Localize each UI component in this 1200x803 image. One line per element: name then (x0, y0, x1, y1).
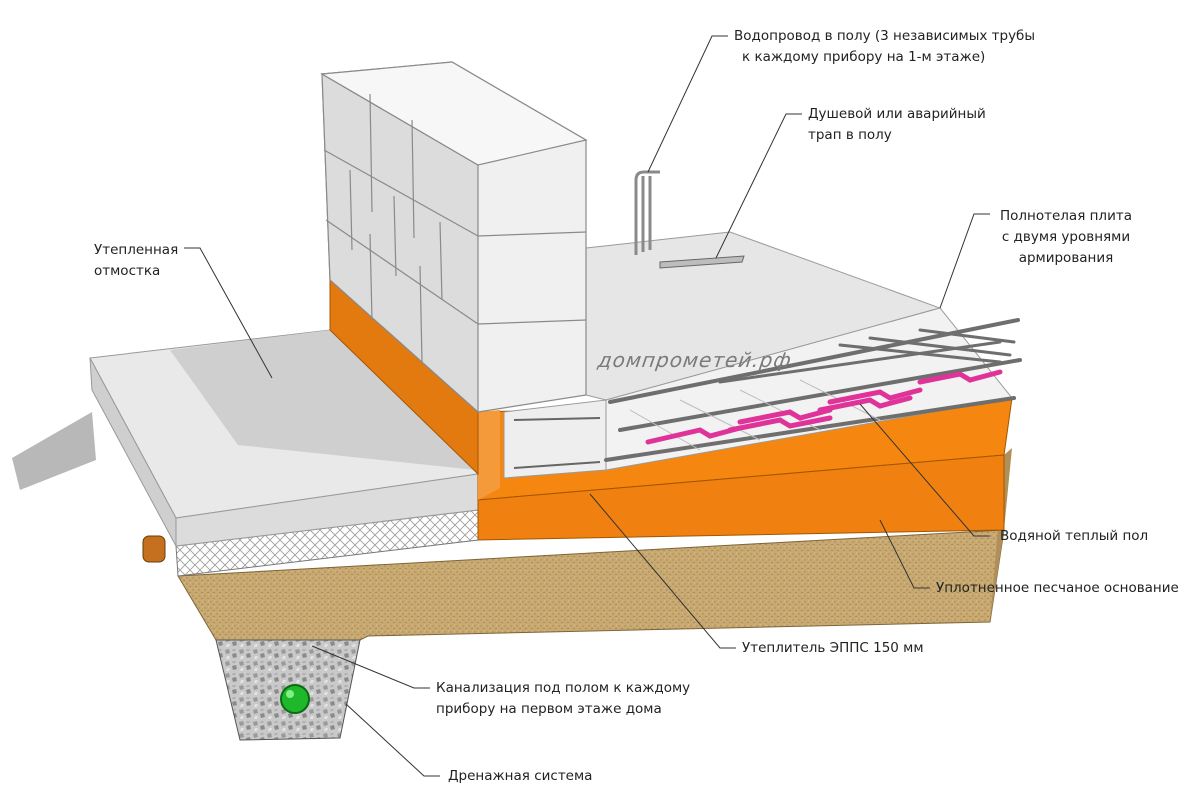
blind-area-side (89, 357, 177, 547)
drain-pipe-stub (142, 535, 166, 563)
sand-base-side (990, 448, 1012, 622)
main-slab-front (503, 399, 607, 479)
leader-lines (184, 35, 990, 777)
label-sand-base: Уплотненное песчаное основание (936, 580, 1179, 596)
watermark-text: домпрометей.рф (596, 348, 794, 372)
label-insulation: Утеплитель ЭППС 150 мм (742, 640, 924, 656)
rebar-mesh (604, 318, 1022, 462)
blind-area-shadow (170, 330, 476, 470)
label-floor-heating: Водяной теплый пол (1000, 528, 1149, 544)
label-drainage: Дренажная система (448, 768, 593, 784)
slab-insulation-side (478, 410, 500, 500)
floor-heating-pipes (645, 369, 1003, 445)
sewer-pipe (280, 684, 310, 714)
ground-shadow (12, 412, 96, 490)
slab-insulation-corner (477, 454, 1005, 541)
water-supply-pipes (634, 170, 660, 255)
block-wall (320, 61, 588, 414)
